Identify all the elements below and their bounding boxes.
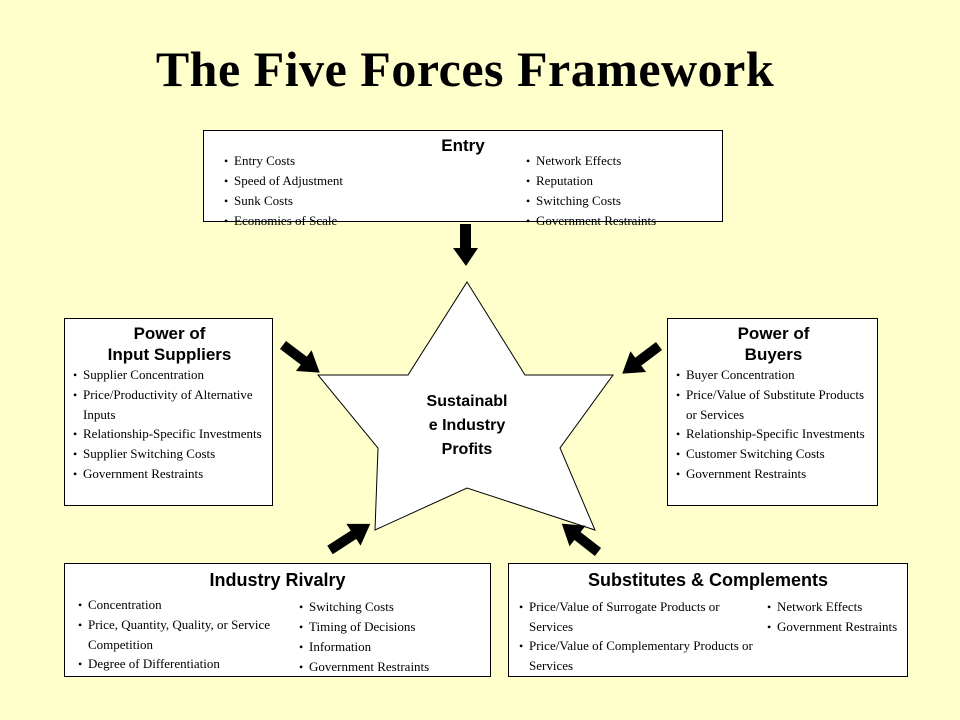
list-item: Government Restraints: [676, 464, 871, 484]
rivalry-box: Industry Rivalry Concentration Price, Qu…: [64, 563, 491, 677]
rivalry-right-list: Switching Costs Timing of Decisions Info…: [299, 597, 489, 677]
arrow-substitutes-icon: [561, 523, 602, 556]
list-item: Price/Productivity of Alternative Inputs: [73, 385, 266, 424]
list-item: Network Effects: [526, 151, 656, 171]
list-item: Government Restraints: [767, 617, 903, 637]
list-item: Buyer Concentration: [676, 365, 871, 385]
list-item: Price/Value of Surrogate Products or Ser…: [519, 597, 759, 636]
arrow-buyers-icon: [622, 342, 663, 374]
list-item: Speed of Adjustment: [224, 171, 343, 191]
list-item: Relationship-Specific Investments: [73, 424, 266, 444]
list-item: Government Restraints: [299, 657, 489, 677]
buyers-box: Power of Buyers Buyer Concentration Pric…: [667, 318, 878, 506]
suppliers-box: Power of Input Suppliers Supplier Concen…: [64, 318, 273, 506]
buyers-list: Buyer Concentration Price/Value of Subst…: [676, 365, 871, 484]
entry-title: Entry: [441, 136, 485, 155]
center-star: [316, 281, 614, 531]
list-item: Concentration: [78, 595, 293, 615]
list-item: Price, Quantity, Quality, or Service Com…: [78, 615, 293, 654]
substitutes-left-list: Price/Value of Surrogate Products or Ser…: [519, 597, 759, 675]
suppliers-title-line2: Input Suppliers: [107, 345, 232, 364]
center-label-line: Profits: [441, 441, 493, 458]
page-title: The Five Forces Framework: [155, 41, 775, 97]
list-item: Economies of Scale: [224, 211, 343, 231]
list-item: Price/Value of Substitute Products or Se…: [676, 385, 871, 424]
entry-box: Entry Entry Costs Speed of Adjustment Su…: [203, 130, 723, 228]
entry-left-list: Entry Costs Speed of Adjustment Sunk Cos…: [224, 151, 343, 231]
list-item: Supplier Switching Costs: [73, 444, 266, 464]
substitutes-title: Substitutes & Complements: [587, 570, 829, 590]
list-item: Sunk Costs: [224, 191, 343, 211]
center-label: Sustainabl e Industry Profits: [404, 390, 530, 462]
list-item: Information: [299, 637, 489, 657]
rivalry-title: Industry Rivalry: [209, 570, 346, 590]
list-item: Switching Costs: [299, 597, 489, 617]
substitutes-box: Substitutes & Complements Price/Value of…: [508, 563, 908, 677]
center-label-line: e Industry: [428, 417, 506, 434]
list-item: Government Restraints: [73, 464, 266, 484]
buyers-title-line1: Power of: [737, 324, 810, 343]
arrow-entry-icon: [453, 224, 478, 266]
list-item: Government Restraints: [526, 211, 656, 231]
suppliers-title-line1: Power of: [133, 324, 206, 343]
arrow-rivalry-icon: [327, 523, 371, 555]
buyers-title-line2: Buyers: [744, 345, 803, 364]
list-item: Supplier Concentration: [73, 365, 266, 385]
list-item: Customer Switching Costs: [676, 444, 871, 464]
list-item: Reputation: [526, 171, 656, 191]
suppliers-list: Supplier Concentration Price/Productivit…: [73, 365, 266, 484]
arrow-suppliers-icon: [279, 341, 320, 373]
rivalry-left-list: Concentration Price, Quantity, Quality, …: [78, 595, 293, 674]
list-item: Relationship-Specific Investments: [676, 424, 871, 444]
center-label-line: Sustainabl: [426, 393, 508, 410]
list-item: Network Effects: [767, 597, 903, 617]
substitutes-right-list: Network Effects Government Restraints: [767, 597, 903, 637]
list-item: Entry Costs: [224, 151, 343, 171]
list-item: Timing of Decisions: [299, 617, 489, 637]
list-item: Degree of Differentiation: [78, 654, 293, 674]
list-item: Switching Costs: [526, 191, 656, 211]
list-item: Price/Value of Complementary Products or…: [519, 636, 759, 675]
entry-right-list: Network Effects Reputation Switching Cos…: [526, 151, 656, 231]
